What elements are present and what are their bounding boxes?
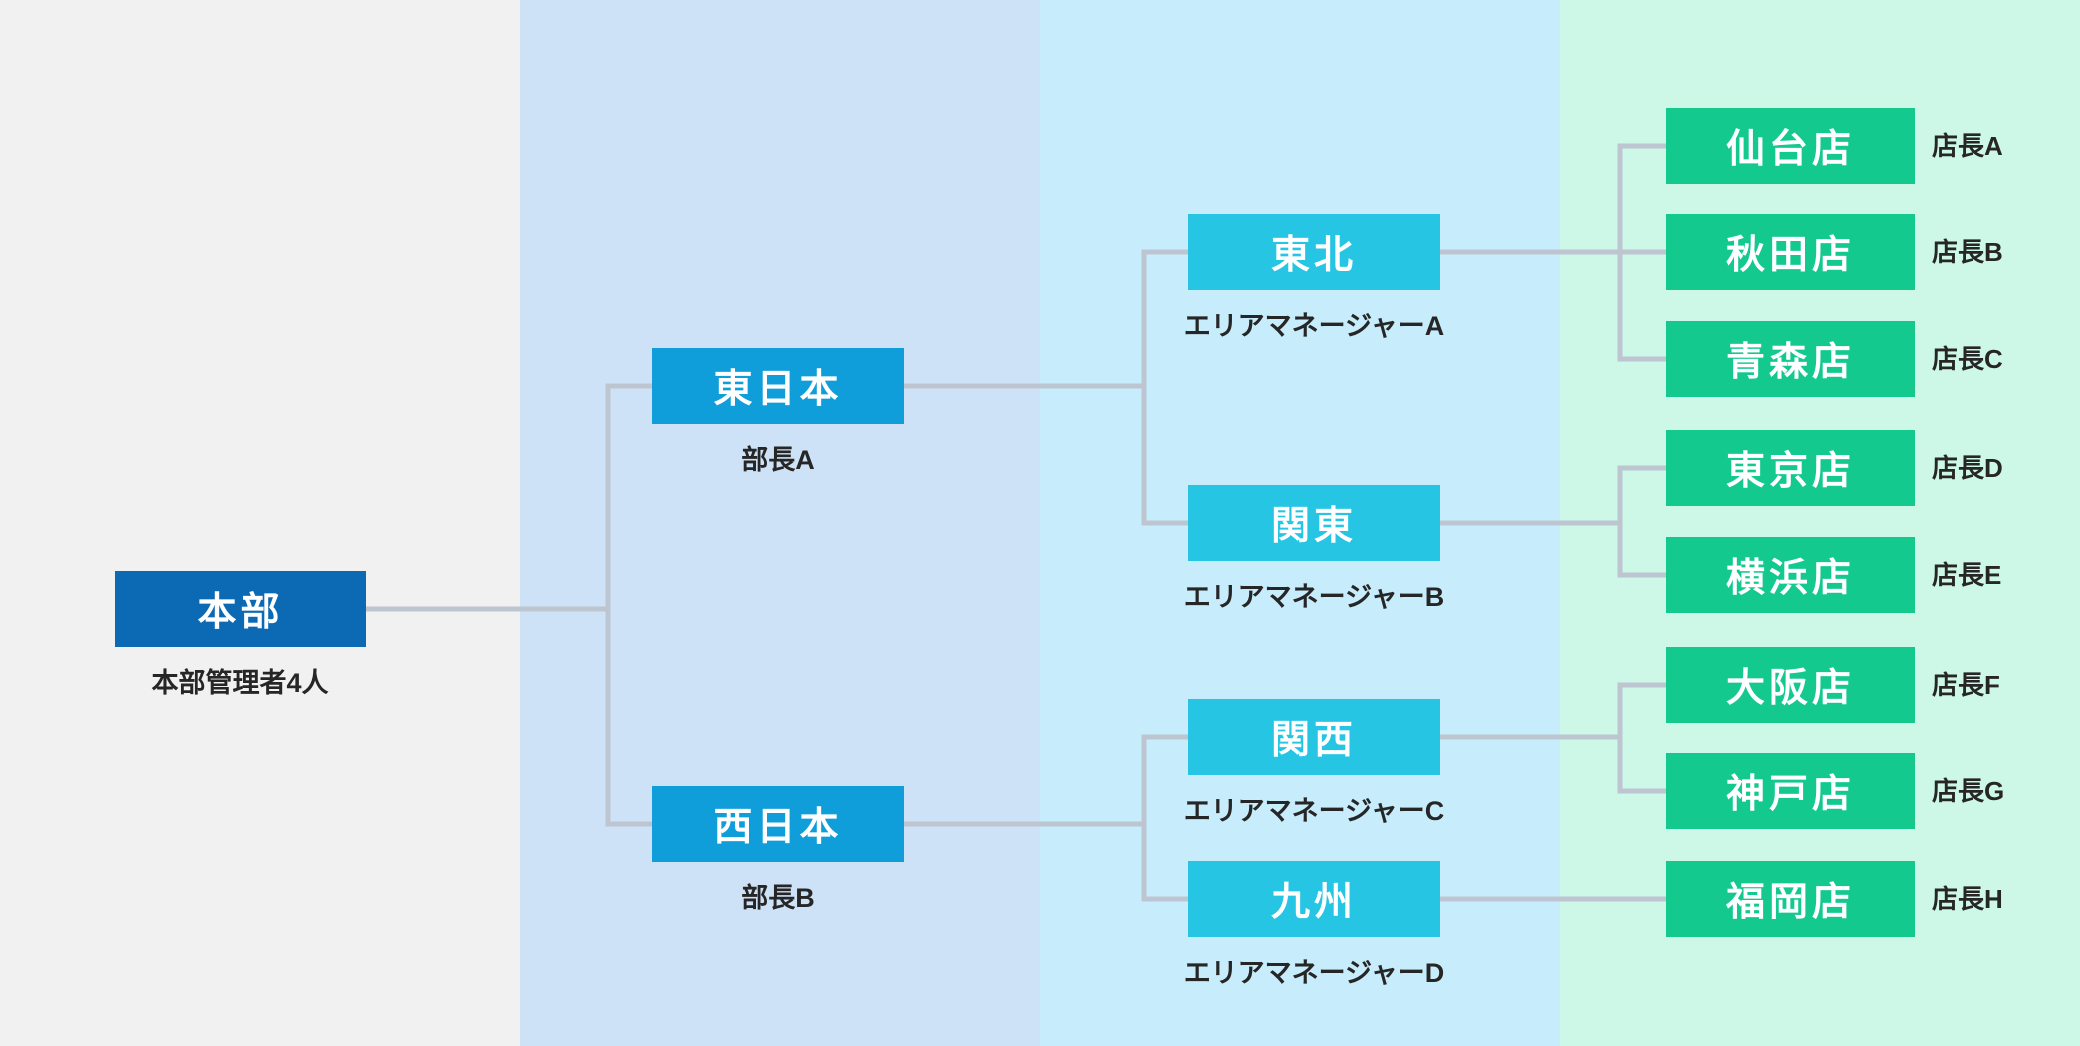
node-hq-label: 本部 xyxy=(197,591,284,634)
connector-divisions-trunk xyxy=(605,383,656,827)
node-kyushu: 九州 xyxy=(1188,861,1440,937)
node-aomori-store: 青森店 xyxy=(1666,321,1915,397)
node-tohoku-caption: エリアマネージャーA xyxy=(1183,311,1445,341)
node-kansai: 関西 xyxy=(1188,699,1440,775)
node-yokohama-store-label: 横浜店 xyxy=(1725,557,1855,600)
node-hq: 本部 xyxy=(115,571,366,647)
osaka-store-manager: 店長F xyxy=(1932,670,2000,700)
connector-west-areas-trunk xyxy=(1141,734,1192,902)
node-kansai-label: 関西 xyxy=(1270,719,1357,762)
fukuoka-store-manager: 店長H xyxy=(1932,884,2003,914)
sendai-store-manager: 店長A xyxy=(1932,131,2003,161)
node-aomori-store-label: 青森店 xyxy=(1725,341,1855,384)
node-kobe-store-label: 神戸店 xyxy=(1725,773,1855,816)
connector-tohoku-stores-trunk xyxy=(1617,143,1670,362)
node-fukuoka-store-label: 福岡店 xyxy=(1725,881,1855,924)
akita-store-manager: 店長B xyxy=(1932,237,2003,267)
node-east-japan-label: 東日本 xyxy=(713,368,843,411)
yokohama-store-manager: 店長E xyxy=(1932,560,2002,590)
node-tokyo-store-label: 東京店 xyxy=(1725,450,1855,493)
node-hq-caption: 本部管理者4人 xyxy=(151,668,329,698)
node-kobe-store: 神戸店 xyxy=(1666,753,1915,829)
node-tohoku-label: 東北 xyxy=(1270,234,1357,277)
connector-kansai-stores-trunk xyxy=(1617,682,1670,794)
node-kyushu-caption: エリアマネージャーD xyxy=(1183,958,1445,988)
node-sendai-store-label: 仙台店 xyxy=(1725,128,1855,171)
node-west-japan: 西日本 xyxy=(652,786,904,862)
node-akita-store-label: 秋田店 xyxy=(1725,234,1855,277)
connector-kanto-stores-trunk xyxy=(1617,465,1670,578)
node-kanto-caption: エリアマネージャーB xyxy=(1183,582,1445,612)
node-east-japan: 東日本 xyxy=(652,348,904,424)
node-tohoku: 東北 xyxy=(1188,214,1440,290)
aomori-store-manager: 店長C xyxy=(1932,344,2003,374)
node-osaka-store: 大阪店 xyxy=(1666,647,1915,723)
node-akita-store: 秋田店 xyxy=(1666,214,1915,290)
tokyo-store-manager: 店長D xyxy=(1932,453,2003,483)
node-kanto-label: 関東 xyxy=(1270,505,1357,548)
node-fukuoka-store: 福岡店 xyxy=(1666,861,1915,937)
connector-east-areas-trunk xyxy=(1141,249,1192,526)
node-kanto: 関東 xyxy=(1188,485,1440,561)
node-sendai-store: 仙台店 xyxy=(1666,108,1915,184)
node-tokyo-store: 東京店 xyxy=(1666,430,1915,506)
node-yokohama-store: 横浜店 xyxy=(1666,537,1915,613)
node-osaka-store-label: 大阪店 xyxy=(1725,667,1855,710)
band-headquarters xyxy=(0,0,520,1046)
node-kyushu-label: 九州 xyxy=(1270,881,1357,924)
kobe-store-manager: 店長G xyxy=(1932,776,2005,806)
node-west-japan-label: 西日本 xyxy=(713,806,843,849)
node-kansai-caption: エリアマネージャーC xyxy=(1183,796,1445,826)
node-west-japan-caption: 部長B xyxy=(741,883,815,913)
node-east-japan-caption: 部長A xyxy=(741,445,815,475)
